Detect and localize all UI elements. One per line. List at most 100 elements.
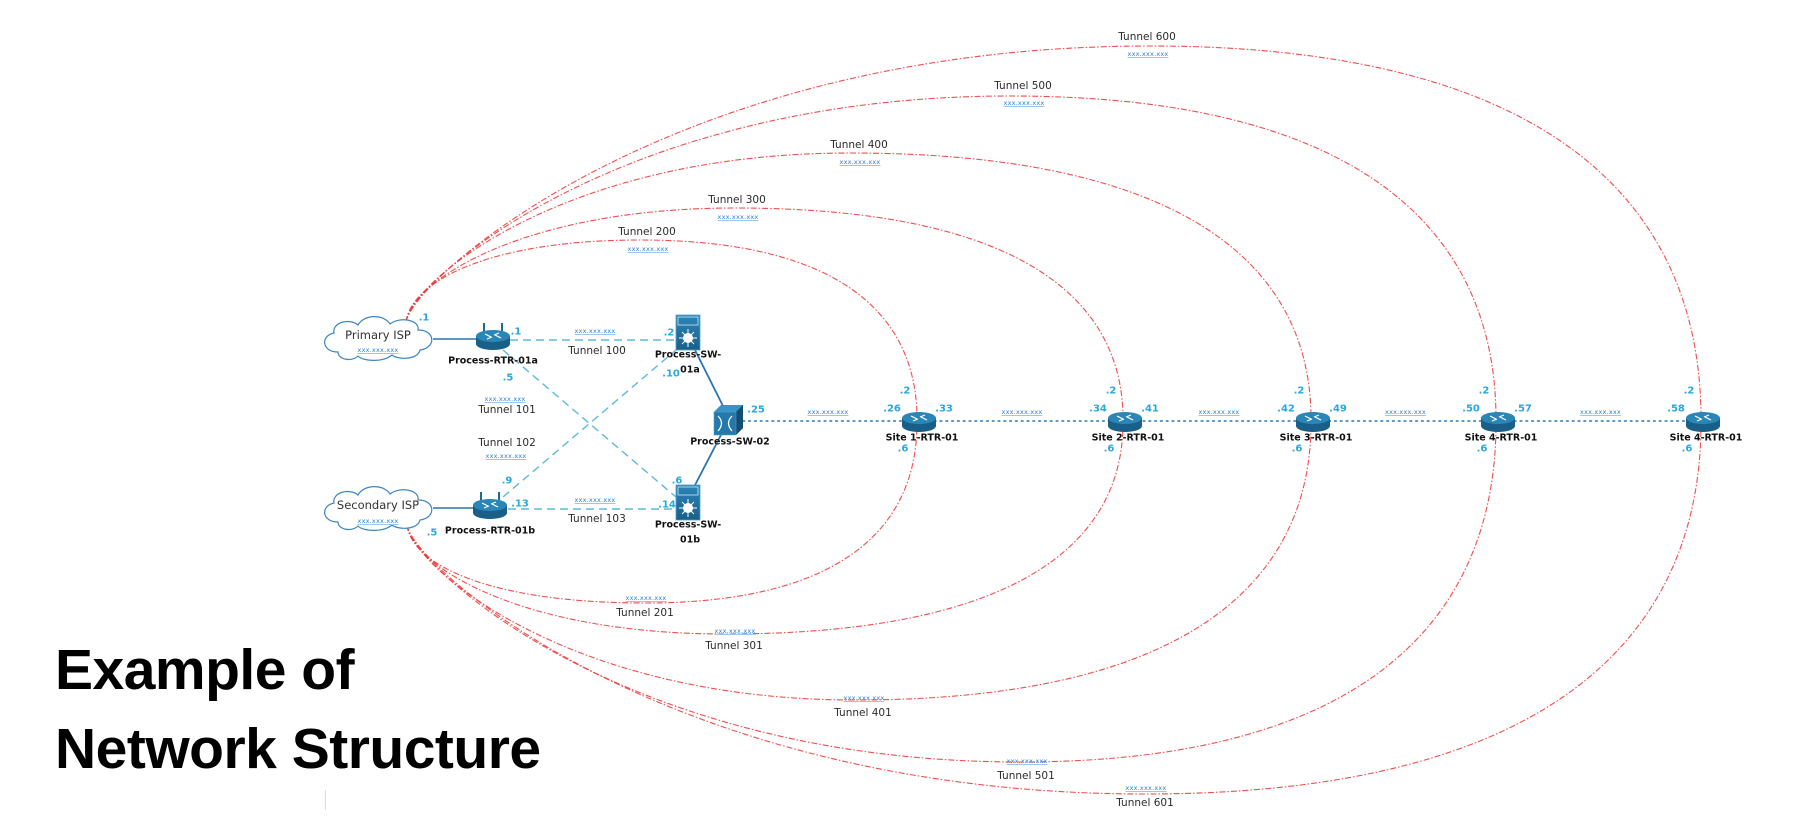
wireless-router-icon[interactable] [476,323,510,350]
process-rtr-01b-ip-1: .9 [501,475,513,487]
wan-tunnel-subnet: xxx.xxx.xxx [1003,99,1045,107]
site-router-ip-bottom: .6 [1291,443,1303,455]
site-router-ip-left: .58 [1667,403,1685,415]
router-icon[interactable] [1108,412,1142,432]
wan-tunnel-label: Tunnel 300 [708,194,766,206]
site-router-label: Site 4-RTR-01 [1669,432,1743,444]
site-router-ip-right: .57 [1514,403,1532,415]
site-router-ip-bottom: .6 [1103,443,1115,455]
wan-tunnel-label: Tunnel 600 [1118,31,1176,43]
sw02-site1-subnet: xxx.xxx.xxx [807,408,849,416]
wan-tunnel-subnet: xxx.xxx.xxx [839,158,881,166]
process-sw-01a-ip-1: .2 [663,327,675,339]
wan-tunnel-subnet: xxx.xxx.xxx [714,627,756,635]
tunnel-101-line [502,349,677,498]
site-router-label: Site 3-RTR-01 [1279,432,1353,444]
process-rtr-01a-ip-2: .5 [502,372,514,384]
process-rtr-01a-ip-1: .1 [510,326,522,338]
process-sw-01b-label-1: Process-SW- [654,519,722,531]
router-icon[interactable] [1296,412,1330,432]
divider [325,790,326,810]
secondary-isp-ip: .5 [426,527,438,539]
tunnel-103-subnet: xxx.xxx.xxx [574,496,616,504]
router-icon[interactable] [902,412,936,432]
site-router-ip-top: .2 [1478,385,1490,397]
wireless-router-icon[interactable] [473,492,507,519]
site-router-ip-left: .34 [1089,403,1107,415]
wan-tunnel-subnet: xxx.xxx.xxx [843,694,885,702]
process-sw-02-ip: .25 [747,404,765,416]
wan-tunnel-label: Tunnel 401 [834,707,892,719]
wan-tunnel-subnet: xxx.xxx.xxx [717,213,759,221]
wan-tunnel-path [405,45,1702,420]
wan-tunnel-path [406,422,1312,701]
tunnel-103-label: Tunnel 103 [568,513,626,525]
wan-tunnel-label: Tunnel 400 [830,139,888,151]
site-link-subnet: xxx.xxx.xxx [1198,408,1240,416]
wan-tunnel-subnet: xxx.xxx.xxx [627,245,669,253]
process-rtr-01b-label: Process-RTR-01b [444,525,536,537]
site-router-ip-right: .49 [1329,403,1347,415]
wan-tunnel-path [405,95,1497,420]
wan-tunnel-subnet: xxx.xxx.xxx [1127,50,1169,58]
process-rtr-01b-ip-2: .13 [511,498,529,510]
wan-tunnel-label: Tunnel 200 [618,226,676,238]
wan-tunnel-label: Tunnel 500 [994,80,1052,92]
process-sw-01a-ip-2: .10 [662,368,680,380]
site-router-layer [902,412,1720,432]
multilayer-switch-icon[interactable] [675,484,701,521]
site-router-ip-right: .33 [935,403,953,415]
site-router-ip-left: .26 [883,403,901,415]
site-link-subnet: xxx.xxx.xxx [1001,408,1043,416]
tunnel-101-subnet: xxx.xxx.xxx [484,395,526,403]
process-rtr-01a-label: Process-RTR-01a [448,355,538,367]
wan-tunnel-label: Tunnel 501 [997,770,1055,782]
process-sw-01b-ip-1: .6 [671,475,683,487]
site-router-label: Site 4-RTR-01 [1464,432,1538,444]
site-router-ip-top: .2 [1293,385,1305,397]
wan-tunnel-label: Tunnel 601 [1116,797,1174,809]
site-router-label: Site 1-RTR-01 [885,432,959,444]
primary-isp-subnet: xxx.xxx.xxx [357,346,399,354]
secondary-isp-cloud-icon[interactable] [324,486,433,531]
process-sw-01a-label-1: Process-SW- [654,349,722,361]
wan-tunnel-label: Tunnel 301 [705,640,763,652]
tunnel-102-label: Tunnel 102 [478,437,536,449]
router-icon[interactable] [1481,412,1515,432]
wan-tunnel-path [406,422,1124,635]
page-title-line-1: Example of [55,638,355,702]
process-sw-01b-label-2: 01b [679,534,701,546]
wan-tunnel-subnet: xxx.xxx.xxx [1006,757,1048,765]
wan-tunnel-path [405,239,918,420]
tunnel-100-subnet: xxx.xxx.xxx [574,327,616,335]
wan-tunnel-subnet: xxx.xxx.xxx [625,594,667,602]
site-router-ip-bottom: .6 [897,443,909,455]
wan-tunnel-path [405,152,1312,420]
sw01b-sw02-link [693,432,723,488]
multilayer-switch-icon[interactable] [675,314,701,351]
site-router-ip-top: .2 [1683,385,1695,397]
sw01a-sw02-link [693,347,725,409]
secondary-isp-label: Secondary ISP [336,498,420,512]
router-icon[interactable] [1686,412,1720,432]
site-router-ip-top: .2 [899,385,911,397]
wan-tunnel-label: Tunnel 201 [616,607,674,619]
site-link-subnet: xxx.xxx.xxx [1385,408,1426,416]
site-router-ip-top: .2 [1105,385,1117,397]
primary-isp-label: Primary ISP [345,328,411,342]
wan-tunnel-subnet: xxx.xxx.xxx [1125,784,1167,792]
wan-tunnel-path [405,207,1124,420]
site-router-ip-right: .41 [1141,403,1159,415]
site-router-label: Site 2-RTR-01 [1091,432,1165,444]
wan-tunnel-layer [405,45,1702,795]
site-link-subnet: xxx.xxx.xxx [1580,408,1621,416]
process-sw-02-label: Process-SW-02 [690,436,770,448]
atm-switch-icon[interactable] [713,405,743,436]
process-sw-01b-ip-2: .14 [658,499,676,511]
primary-isp-cloud-icon[interactable] [324,316,433,361]
primary-isp-ip: .1 [418,312,430,324]
site-router-ip-left: .42 [1277,403,1295,415]
tunnel-102-line [502,349,677,498]
secondary-isp-subnet: xxx.xxx.xxx [357,517,399,525]
